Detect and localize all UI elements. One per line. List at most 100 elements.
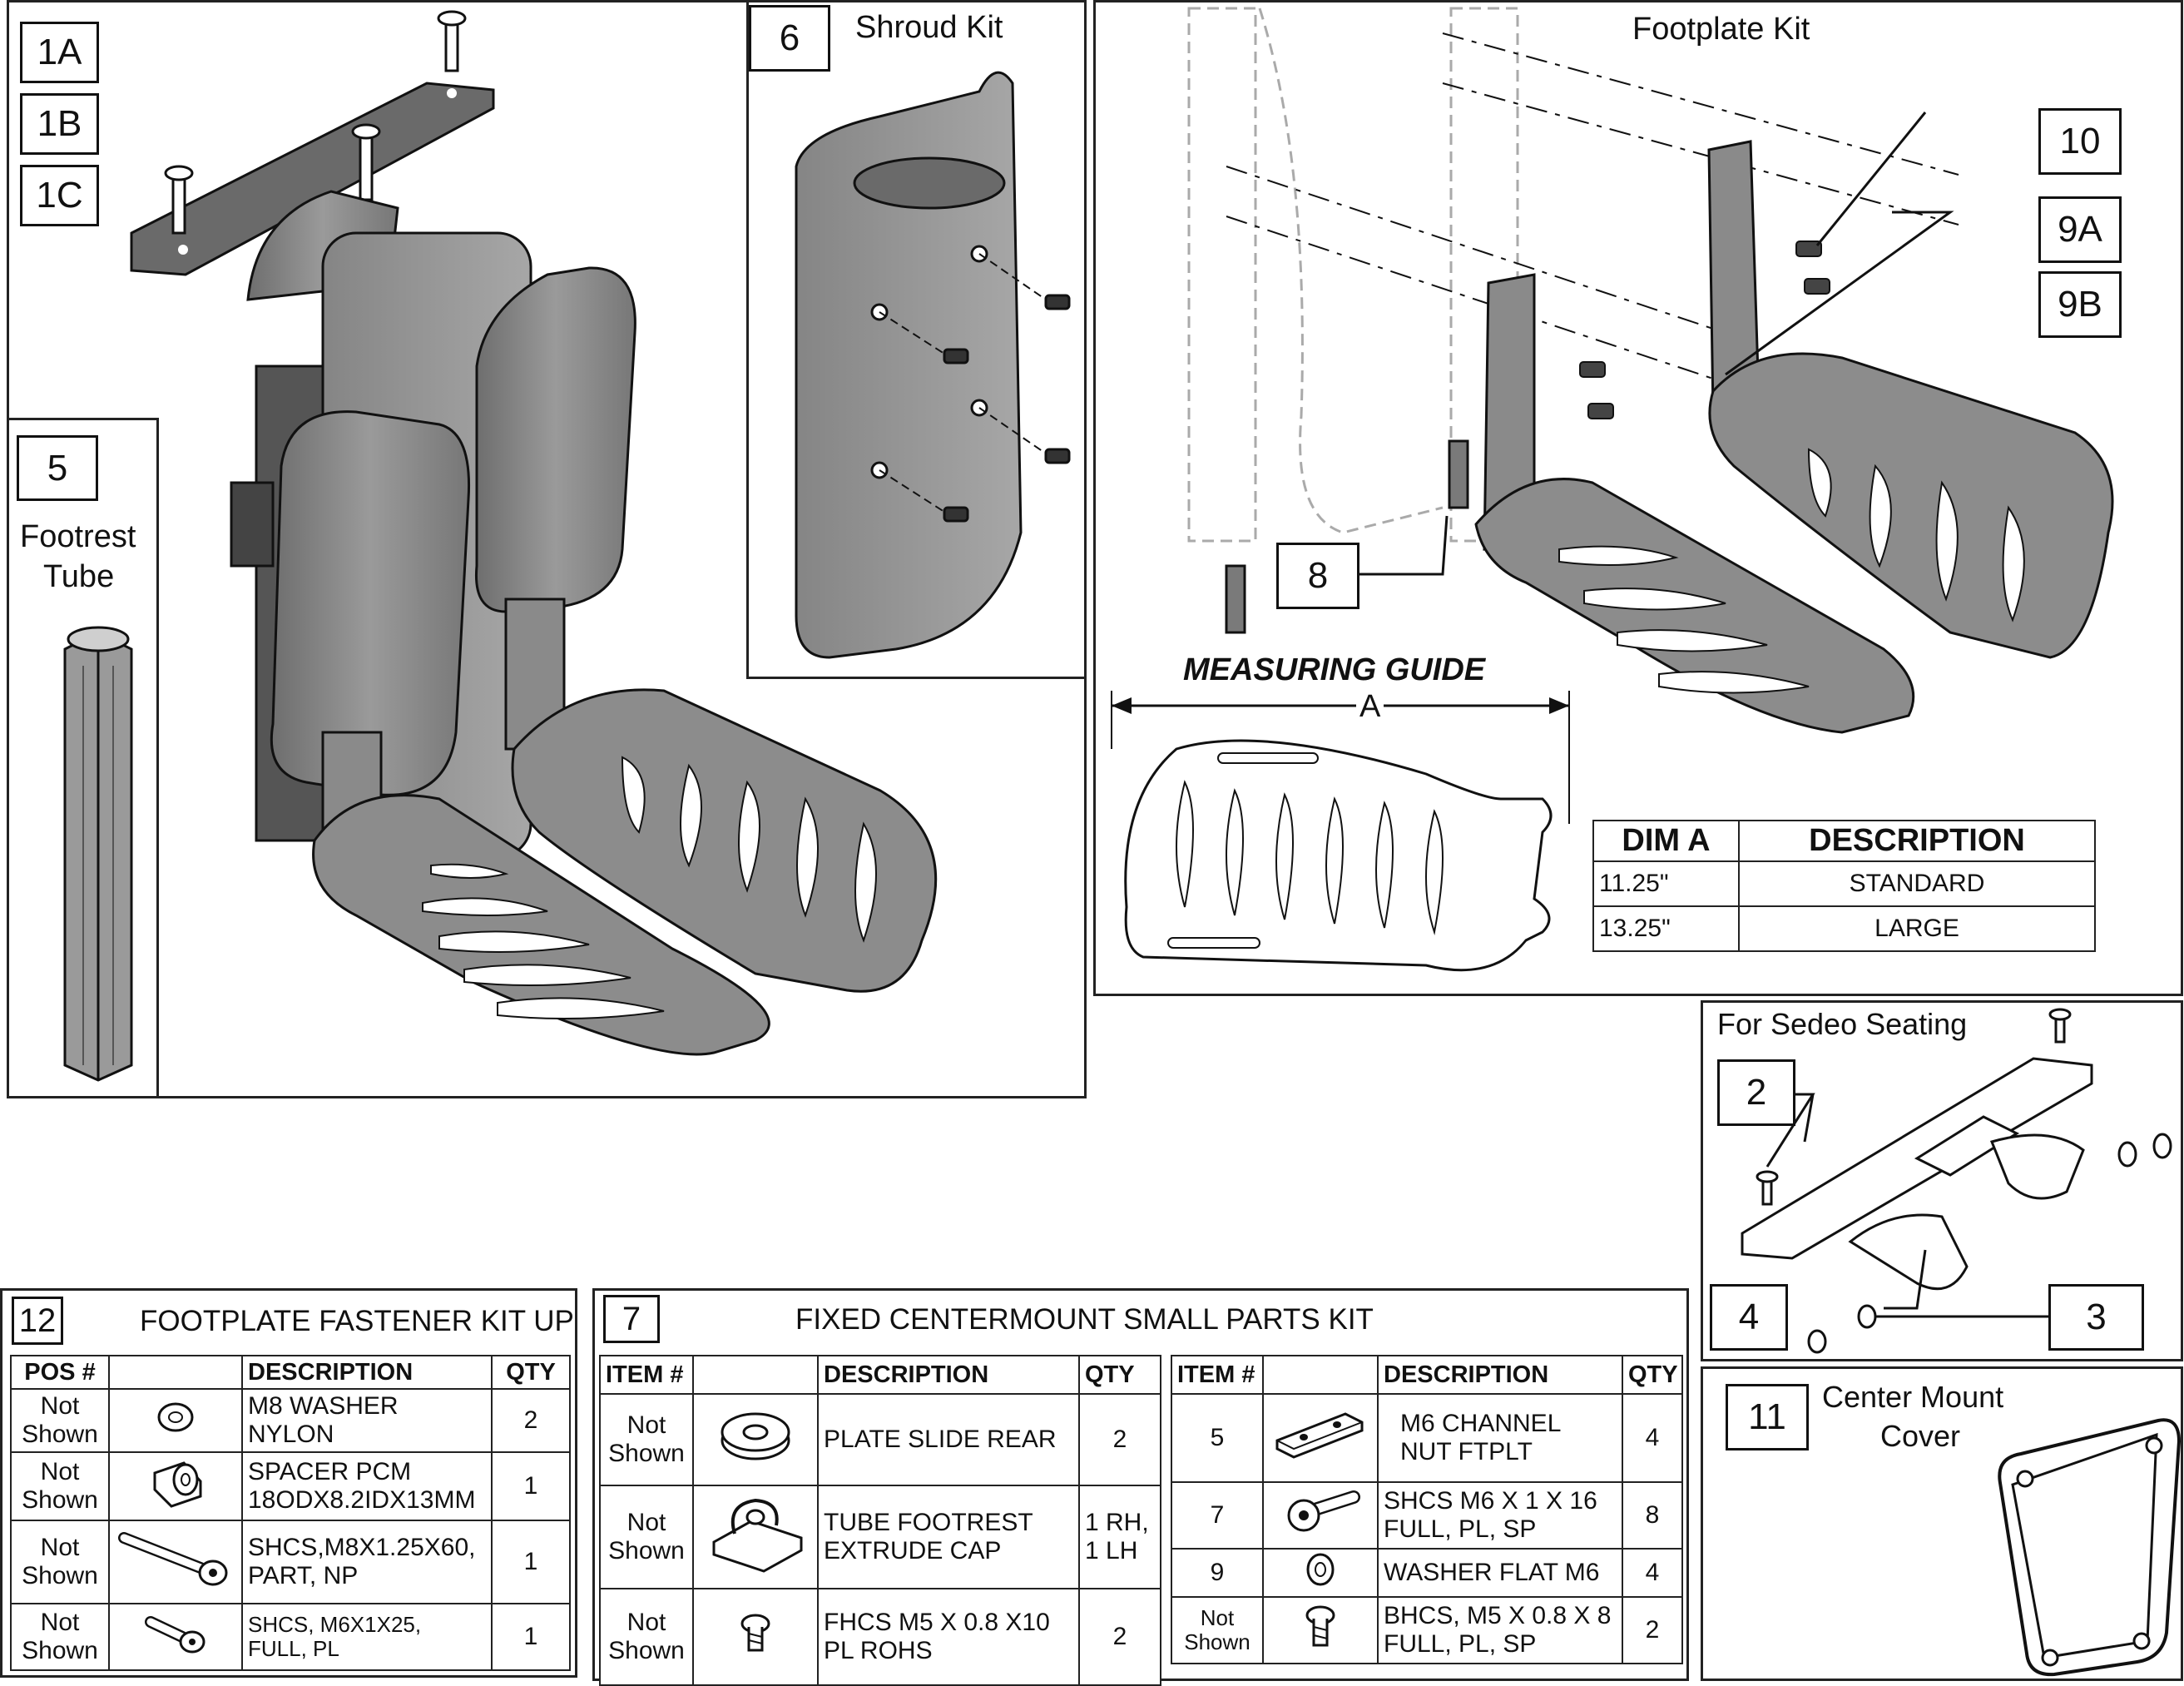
kit7-item-cell: 7 [1171, 1481, 1264, 1550]
kit7-item-cell: Not Shown [599, 1588, 694, 1686]
kit7-qty-cell: 8 [1622, 1481, 1683, 1550]
kit7-header: QTY [1622, 1355, 1683, 1395]
kit12-qty-cell: 2 [491, 1388, 571, 1453]
kit12-title: FOOTPLATE FASTENER KIT UP [140, 1305, 574, 1337]
kit7-icon-cell [1262, 1481, 1379, 1550]
kit12-desc-line1: M8 WASHER [248, 1392, 399, 1421]
kit7-icon-cell [1262, 1596, 1379, 1664]
kit12-desc-line2: NYLON [248, 1421, 334, 1448]
sedeo-title: For Sedeo Seating [1717, 1007, 1968, 1041]
callout-3: 3 [2048, 1284, 2144, 1351]
kit7-desc-line1: FHCS M5 X 0.8 X10 [824, 1609, 1050, 1637]
center-mount-cover-illustration [1998, 1418, 2182, 1677]
kit12-header: POS # [10, 1355, 110, 1390]
kit7-desc-line2: NUT FTPLT [1400, 1438, 1533, 1465]
callout-12: 12 [12, 1297, 63, 1345]
footrest-tube-title-line2: Tube [43, 559, 115, 594]
kit12-desc-cell: SHCS, M6X1X25,FULL, PL [241, 1603, 493, 1671]
dim-cell: 11.25" [1592, 860, 1740, 907]
kit7-qty-line1: 2 [1112, 1623, 1127, 1651]
kit7-desc-line1: TUBE FOOTREST [824, 1509, 1033, 1537]
callout-8: 8 [1276, 543, 1359, 609]
plate-slide-icon [721, 1412, 790, 1460]
kit12-desc-line1: SPACER PCM [248, 1458, 412, 1486]
kit7-item-cell: Not Shown [1171, 1596, 1264, 1664]
kit7-icon-cell [1262, 1548, 1379, 1598]
dim-header-description: DESCRIPTION [1738, 820, 2096, 862]
callout-7: 7 [603, 1295, 660, 1343]
kit7-icon-cell [692, 1393, 819, 1486]
center-mount-cover-title-line1: Center Mount [1822, 1380, 2004, 1414]
kit7-icon-cell [692, 1588, 819, 1686]
kit7-qty-cell: 1 RH,1 LH [1078, 1485, 1161, 1589]
kit12-desc-line2: FULL, PL [248, 1636, 339, 1661]
flat-washer-icon [1306, 1553, 1335, 1586]
callout-9a: 9A [2038, 196, 2122, 263]
footrest-tube-illustration [63, 626, 133, 1082]
dim-cell: STANDARD [1738, 860, 2096, 907]
measuring-guide-title: MEASURING GUIDE [1183, 652, 1486, 687]
kit7-qty-line2: 1 LH [1085, 1537, 1138, 1565]
callout-6: 6 [749, 5, 830, 72]
kit7-desc-line1: BHCS, M5 X 0.8 X 8 [1384, 1602, 1612, 1630]
kit12-desc-line2: PART, NP [248, 1562, 359, 1589]
kit12-icon-cell [108, 1520, 243, 1604]
kit7-qty-cell: 2 [1622, 1596, 1683, 1664]
button-head-screw-icon [1305, 1605, 1335, 1647]
kit12-pos-cell: Not Shown [10, 1388, 110, 1453]
kit7-desc-line1: PLATE SLIDE REAR [824, 1426, 1057, 1454]
kit12-desc-line2: 18ODX8.2IDX13MM [248, 1486, 476, 1514]
kit7-desc-line2: FULL, PL, SP [1384, 1630, 1537, 1658]
washer-icon [157, 1402, 194, 1432]
kit7-item-cell: Not Shown [599, 1393, 694, 1486]
kit12-desc-cell: SHCS,M8X1.25X60,PART, NP [241, 1520, 493, 1604]
kit12-header: DESCRIPTION [241, 1355, 493, 1390]
kit7-header: ITEM # [1171, 1355, 1264, 1395]
callout-4: 4 [1710, 1284, 1788, 1351]
kit7-desc-line1: WASHER FLAT M6 [1384, 1559, 1600, 1587]
callout-1c: 1C [20, 165, 99, 226]
kit7-header [1262, 1355, 1379, 1395]
kit7-qty-cell: 4 [1622, 1548, 1683, 1598]
dim-cell: LARGE [1738, 905, 2096, 952]
footrest-assembly-illustration [130, 10, 938, 1056]
kit7-qty-line1: 2 [1112, 1426, 1127, 1454]
footplate-kit-title: Footplate Kit [1632, 12, 1810, 47]
kit7-header: DESCRIPTION [1377, 1355, 1623, 1395]
kit12-qty-cell: 1 [491, 1603, 571, 1671]
callout-11: 11 [1726, 1384, 1809, 1450]
kit7-desc-line2: PL ROHS [824, 1637, 933, 1664]
dimension-a-label: A [1356, 689, 1384, 725]
kit7-desc-cell: PLATE SLIDE REAR [817, 1393, 1080, 1486]
kit7-icon-cell [1262, 1393, 1379, 1483]
kit12-table: POS # DESCRIPTION QTY Not Shown M8 WASHE… [10, 1355, 571, 1671]
callout-5: 5 [17, 435, 98, 501]
dim-cell: 13.25" [1592, 905, 1740, 952]
kit12-header [108, 1355, 243, 1390]
kit12-desc-line1: SHCS, M6X1X25, [248, 1611, 422, 1637]
callout-10: 10 [2038, 108, 2122, 175]
kit7-icon-cell [692, 1485, 819, 1589]
footrest-tube-title-line1: Footrest [20, 519, 136, 554]
kit12-pos-cell: Not Shown [10, 1603, 110, 1671]
shroud-illustration [795, 71, 1071, 659]
callout-2: 2 [1717, 1059, 1795, 1126]
kit7-table-left: ITEM # DESCRIPTION QTY Not Shown PLATE S… [599, 1355, 1161, 1686]
kit7-desc-line1: M6 CHANNEL [1400, 1410, 1562, 1438]
kit7-item-cell: Not Shown [599, 1485, 694, 1589]
kit7-item-cell: 9 [1171, 1548, 1264, 1598]
channel-nut-icon [1275, 1412, 1364, 1459]
flat-head-screw-icon [740, 1614, 770, 1652]
callout-1b: 1B [20, 93, 99, 155]
kit7-qty-cell: 2 [1078, 1393, 1161, 1486]
kit7-qty-line1: 1 RH, [1085, 1509, 1149, 1537]
socket-screw-icon [1287, 1490, 1360, 1532]
kit7-header: DESCRIPTION [817, 1355, 1080, 1395]
kit7-header: ITEM # [599, 1355, 694, 1395]
short-screw-icon [145, 1616, 206, 1654]
shroud-kit-title: Shroud Kit [855, 10, 1003, 45]
